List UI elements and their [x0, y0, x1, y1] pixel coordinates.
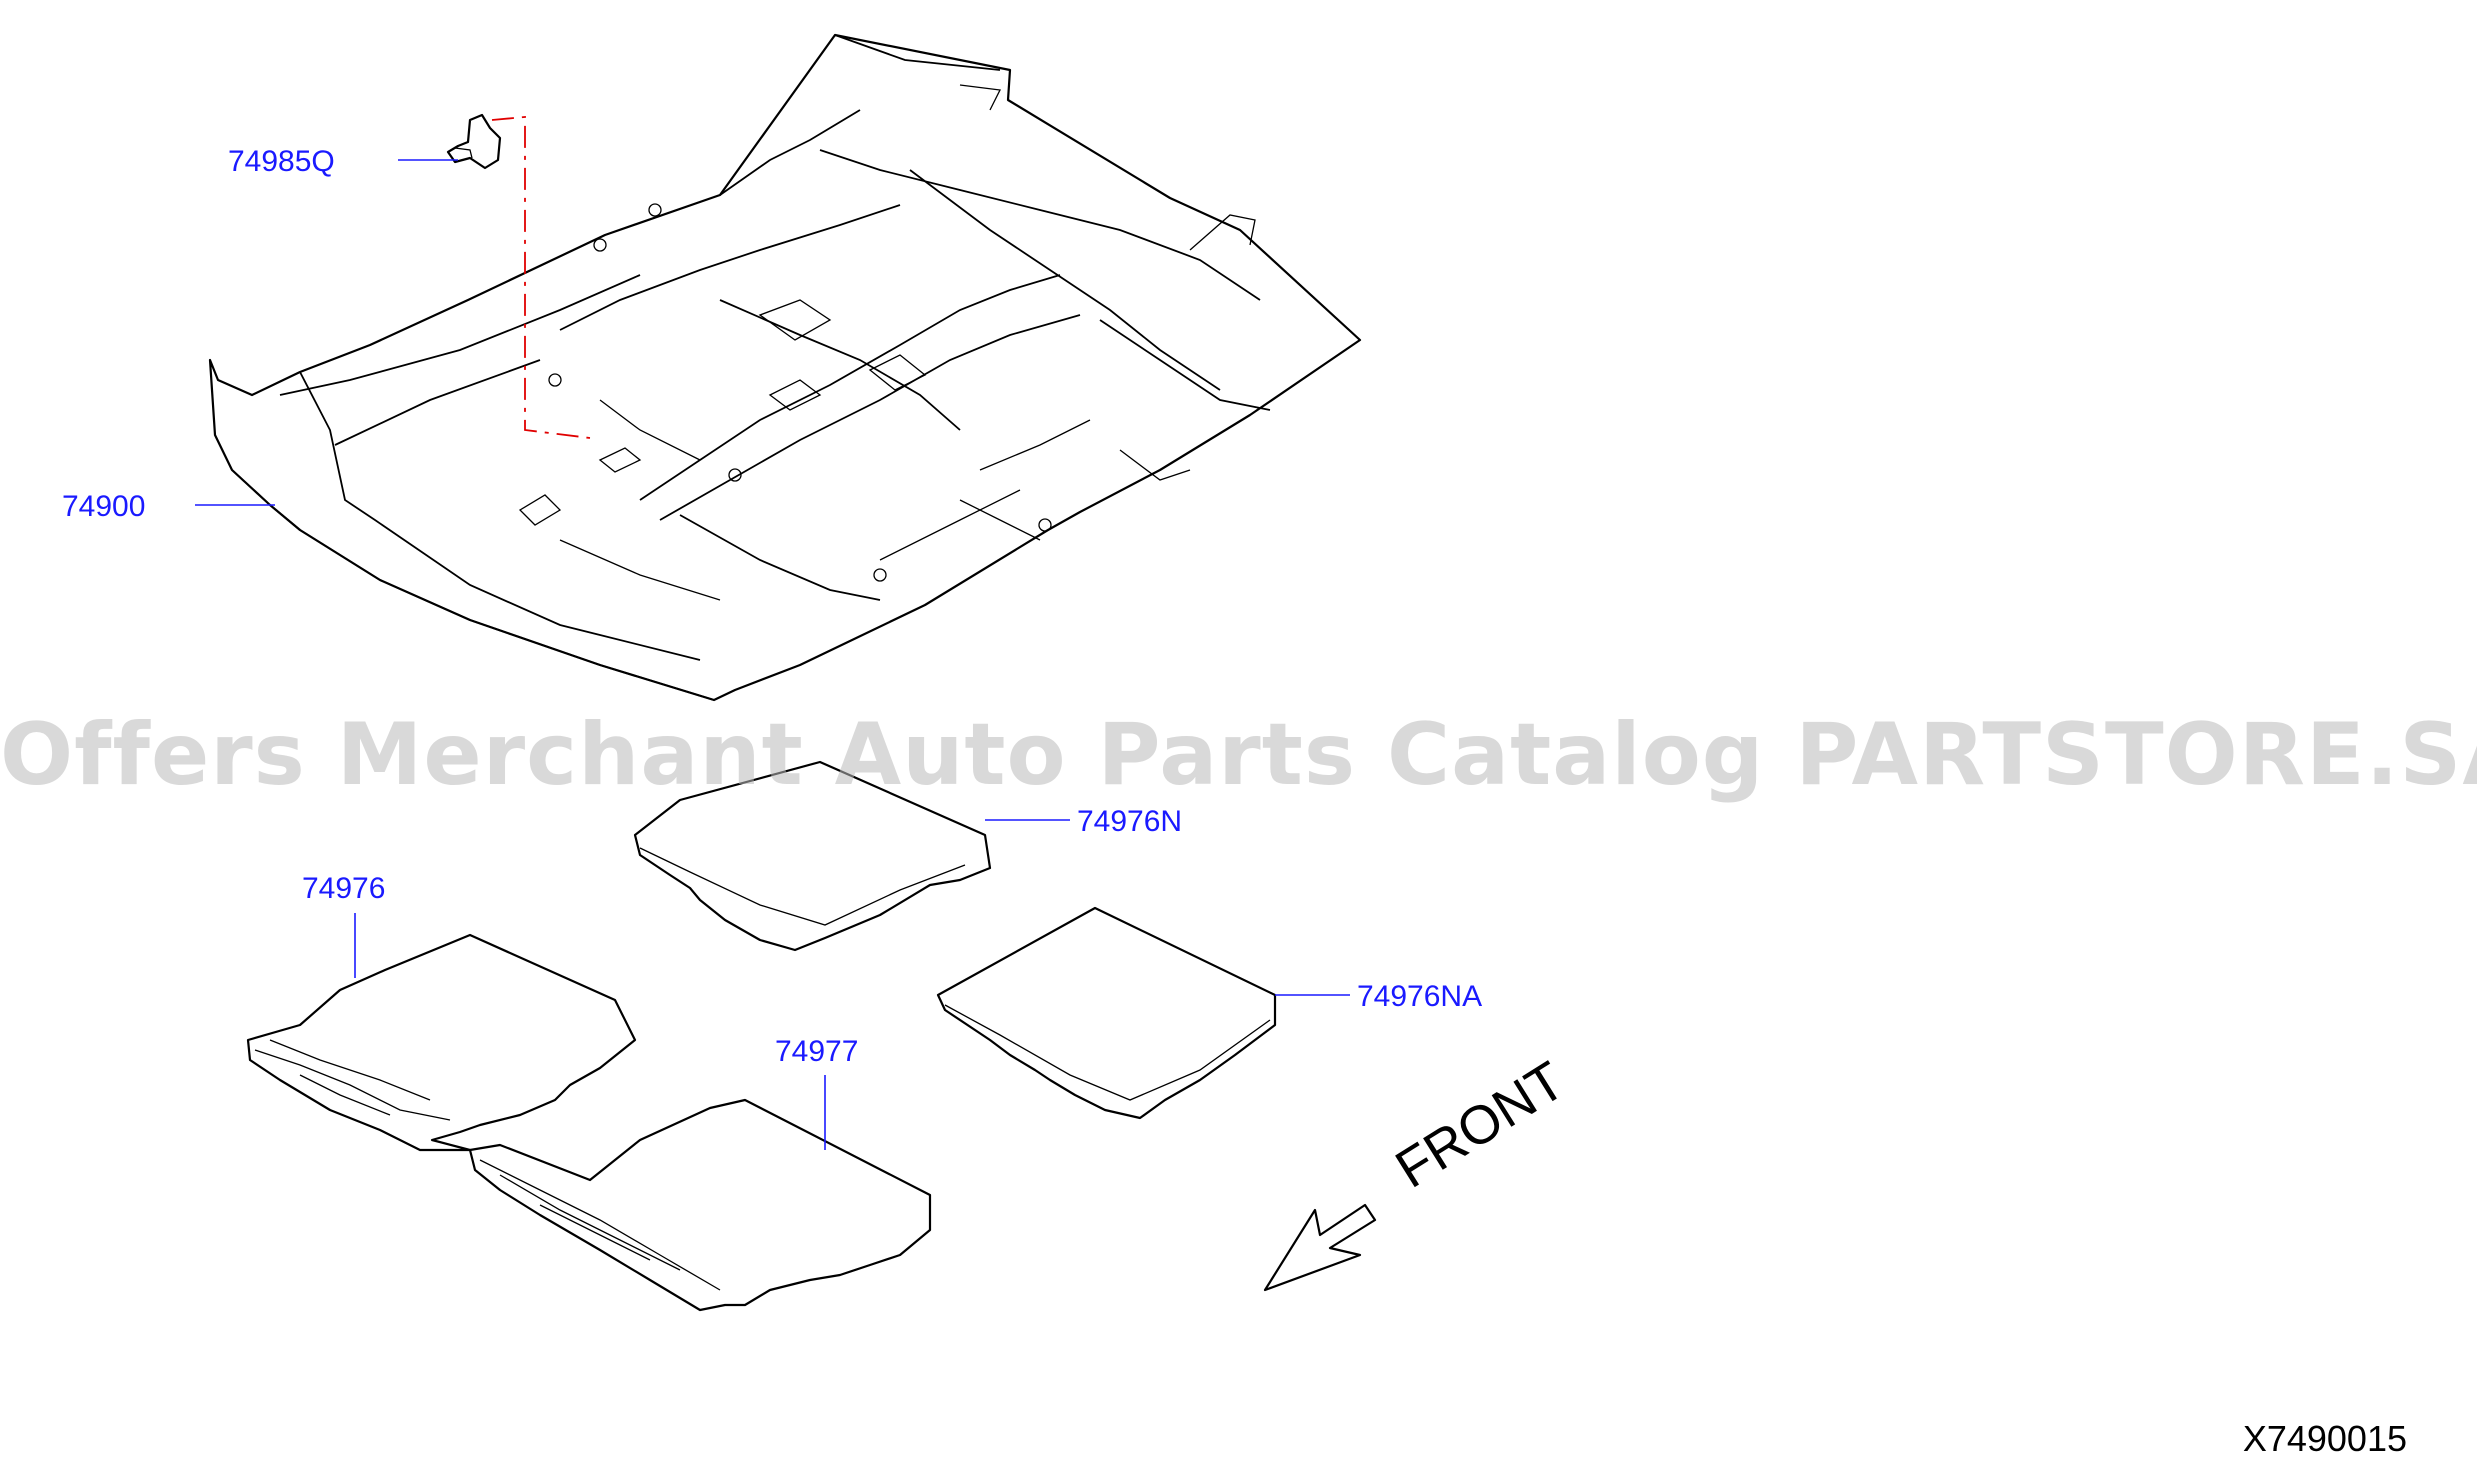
watermark: Offers Merchant Auto Parts Catalog PARTS… [0, 705, 2477, 805]
part-label-74976n[interactable]: 74976N [1077, 805, 1183, 838]
leader-lines [195, 159, 1350, 1150]
part-label-74985q[interactable]: 74985Q [228, 145, 335, 178]
part-label-74977[interactable]: 74977 [775, 1035, 859, 1068]
front-arrow-icon [1263, 1203, 1377, 1292]
mat-74976n[interactable] [633, 760, 992, 952]
part-label-74900[interactable]: 74900 [62, 490, 146, 523]
clip-74985q[interactable] [446, 113, 502, 170]
part-label-74976[interactable]: 74976 [302, 872, 386, 905]
mat-74976na[interactable] [936, 906, 1277, 1120]
floor-carpet-74900[interactable] [208, 33, 1362, 702]
mat-74977[interactable] [468, 1098, 932, 1312]
diagram-code: X7490015 [2242, 1418, 2407, 1459]
part-label-74976na[interactable]: 74976NA [1357, 980, 1483, 1013]
mat-74976[interactable] [246, 933, 637, 1152]
fastener-line [491, 116, 591, 439]
